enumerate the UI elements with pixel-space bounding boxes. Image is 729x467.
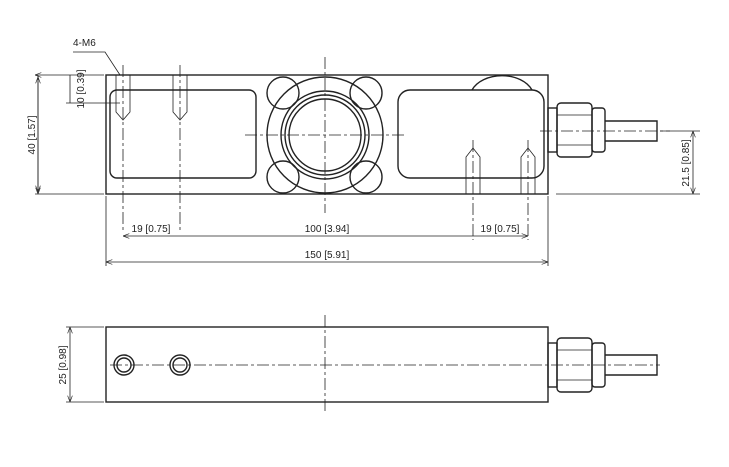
center-spacing-label: 100 [3.94] xyxy=(305,224,350,235)
length-label: 150 [5.91] xyxy=(305,250,350,261)
cable-height-label: 21.5 [0.85] xyxy=(681,139,692,186)
hole-spacing-right-label: 19 [0.75] xyxy=(481,224,520,235)
thread-label: 4-M6 xyxy=(73,38,96,49)
hole-spacing-left-label: 19 [0.75] xyxy=(132,224,171,235)
height-label: 40 [1.57] xyxy=(27,115,38,154)
thread-depth-label: 10 [0.39] xyxy=(76,69,87,108)
dimensions-front: 4-M6 10 [0.39] 40 [1.57] 19 [0.75] 100 [… xyxy=(27,38,700,266)
top-view: 25 [0.98] xyxy=(58,315,660,412)
front-view xyxy=(105,57,670,240)
width-label: 25 [0.98] xyxy=(58,345,69,384)
